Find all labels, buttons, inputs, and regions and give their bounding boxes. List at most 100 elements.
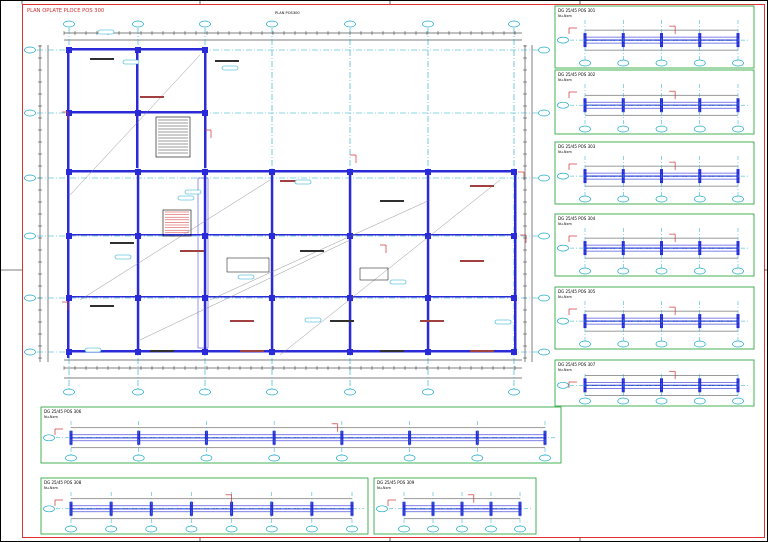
axis-bubble-left (24, 109, 36, 117)
rebar-mark (150, 350, 174, 352)
detail-bubble-left (376, 505, 388, 513)
column (425, 169, 431, 175)
detail-support (230, 501, 234, 516)
detail-bubble (427, 525, 439, 533)
detail-support (460, 501, 464, 516)
detail-support (189, 501, 193, 516)
rebar-mark (460, 260, 484, 262)
axis-bubble-bottom (63, 388, 75, 396)
detail-bubble (579, 340, 591, 348)
rebar-mark (90, 305, 114, 307)
detail-subtitle: Nu-Nxm (558, 295, 572, 299)
detail-title: DG 25/45 POS 307 (558, 362, 596, 367)
column (269, 169, 275, 175)
axis-bubble-bottom (132, 388, 144, 396)
detail-support (69, 501, 73, 516)
axis-bubble-right (538, 232, 550, 240)
sheet-frame (22, 4, 765, 538)
axis-bubble-top (199, 20, 211, 28)
axis-bubble-top (266, 20, 278, 28)
detail-title: DG 25/45 POS 302 (558, 72, 596, 77)
axis-bubble-top (344, 20, 356, 28)
column (202, 349, 208, 355)
detail-bubble (693, 59, 706, 67)
detail-bubble (732, 267, 744, 275)
beam (67, 234, 517, 236)
detail-bubble (471, 454, 484, 462)
detail-support (543, 430, 547, 445)
detail-bubble-left (43, 434, 55, 442)
detail-title: DG 25/45 POS 305 (558, 289, 596, 294)
column (347, 349, 353, 355)
rebar-mark (330, 320, 354, 322)
detail-bubble (65, 454, 77, 462)
column (135, 169, 141, 175)
slab-diagonal (279, 179, 501, 356)
detail-bubble (732, 195, 744, 203)
callout-tag (114, 254, 132, 260)
column (202, 110, 208, 116)
detail-bubble (403, 454, 416, 462)
detail-bubble (200, 454, 213, 462)
axis-bubble-right (538, 294, 550, 302)
column (269, 233, 275, 239)
rebar-mark (240, 350, 264, 352)
column (511, 233, 517, 239)
column (202, 233, 208, 239)
detail-support (270, 501, 274, 516)
main-title: PLAN OPLATE PLOCE POS 300 (27, 8, 104, 14)
floor-plan (24, 20, 550, 396)
detail-bubble (617, 195, 630, 203)
detail-support (310, 501, 314, 516)
detail-bubble (65, 525, 77, 533)
axis-bubble-top (132, 20, 144, 28)
axis-bubble-left (24, 348, 36, 356)
axis-bubble-right (538, 109, 550, 117)
detail-subtitle: Nu-Nxm (558, 78, 572, 82)
callout-tag (84, 347, 102, 353)
detail-support (109, 501, 113, 516)
column (347, 295, 353, 301)
column (511, 295, 517, 301)
column (135, 47, 141, 53)
detail-bubble (485, 525, 497, 533)
column (135, 295, 141, 301)
detail-subtitle: Nu-Nxm (558, 368, 572, 372)
rebar-mark (110, 242, 134, 244)
column (511, 169, 517, 175)
detail-subtitle: Nu-Nxm (44, 415, 58, 419)
rebar-mark (470, 350, 494, 352)
detail-support (489, 501, 493, 516)
column (269, 295, 275, 301)
detail-subtitle: Nu-Nxm (44, 486, 58, 490)
detail-bubble-left (557, 381, 569, 389)
detail-support (272, 430, 276, 445)
detail-support (408, 430, 412, 445)
axis-bubble-top (63, 20, 75, 28)
column (66, 295, 72, 301)
rebar-mark (420, 320, 444, 322)
detail-bubble (145, 525, 158, 533)
rebar-mark (90, 58, 114, 60)
detail-bubble (655, 340, 668, 348)
detail-bubble (655, 267, 668, 275)
detail-bubble (398, 525, 410, 533)
plan-label: PLAN POS300 (275, 11, 300, 15)
stair (162, 209, 192, 237)
callout-tag (237, 274, 255, 280)
column (347, 233, 353, 239)
column (425, 295, 431, 301)
column (66, 349, 72, 355)
column (202, 169, 208, 175)
detail-bubble (693, 195, 706, 203)
detail-support (340, 430, 344, 445)
detail-bubble (336, 454, 348, 462)
callout-tag (494, 319, 512, 325)
rebar-mark (230, 320, 254, 322)
